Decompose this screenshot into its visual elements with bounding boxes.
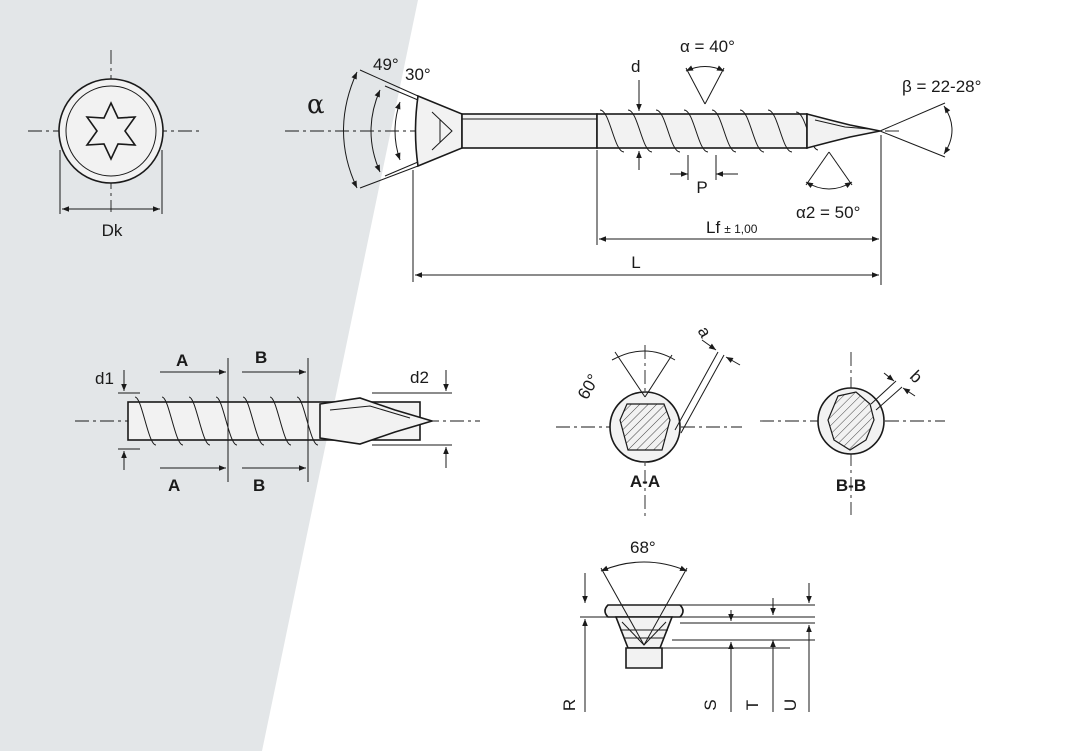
section-bb-view: b B-B [760,352,945,515]
l-label: L [631,253,640,272]
d1-label: d1 [95,369,114,388]
angle-60-label: 60° [574,371,603,403]
detail-thread-crests [134,396,319,446]
screw-side-view: α 49° 30° d α = 40° P α2 = 50° β = 22-28… [285,37,981,285]
torx-recess-icon [85,101,137,161]
beta-label: β = 22-28° [902,77,981,96]
section-aa-title: A-A [630,472,660,491]
alpha-40-label: α = 40° [680,37,735,56]
angle-49-label: 49° [373,55,399,74]
section-aa-view: 60° a A-A [556,323,742,518]
alpha-label: α [307,90,325,120]
angle-30-label: 30° [405,65,431,84]
t-label: T [743,700,762,710]
section-b-top-label: B [255,348,267,367]
background-panel [0,0,418,751]
a-dimension-label: a [694,323,715,341]
head-profile-view: 68° R S T U [560,538,815,712]
angle-68-label: 68° [630,538,656,557]
lf-label: Lf± 1,00 [706,218,758,237]
s-label: S [701,699,720,710]
section-b-bottom-label: B [253,476,265,495]
b-dimension-label: b [906,367,926,387]
section-bb-title: B-B [836,476,866,495]
thread-detail-view: A A B B d1 d2 [75,348,480,495]
alpha2-label: α2 = 50° [796,203,860,222]
d2-label: d2 [410,368,429,387]
p-label: P [696,178,707,197]
dk-label: Dk [102,221,123,240]
section-a-top-label: A [176,351,188,370]
section-a-bottom-label: A [168,476,180,495]
r-label: R [560,699,579,711]
u-label: U [781,699,800,711]
d-label: d [631,57,640,76]
head-top-view: Dk [28,50,200,240]
